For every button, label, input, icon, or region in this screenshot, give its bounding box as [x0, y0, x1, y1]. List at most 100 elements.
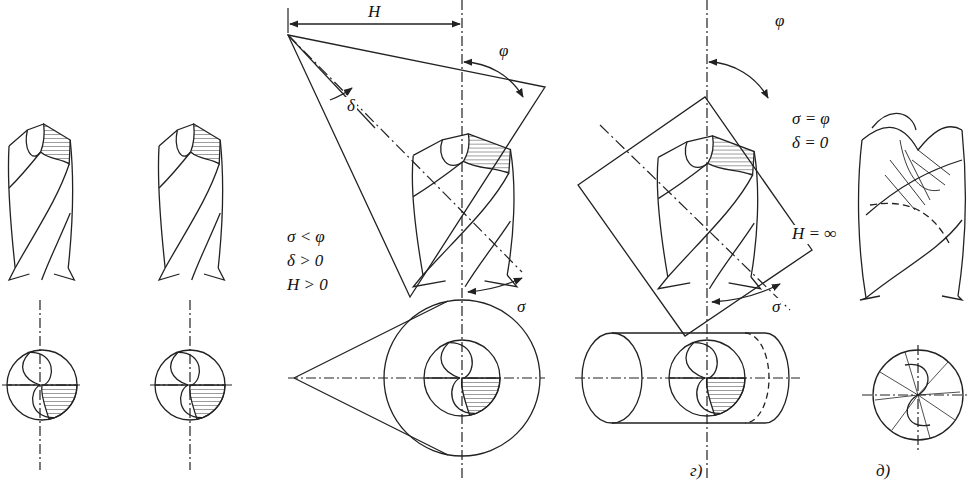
- drill-edge: [158, 146, 165, 268]
- drill-tail: [159, 268, 179, 280]
- helix-line: [42, 213, 71, 280]
- phi-arc: [709, 62, 768, 98]
- symbol-label: σ = φ: [790, 110, 832, 129]
- cutting-face: [42, 385, 77, 419]
- drill-helical-point: [859, 113, 966, 300]
- delta-line: [288, 35, 375, 128]
- flute-edge: [452, 378, 476, 413]
- drill-tail: [658, 277, 690, 289]
- chisel-line: [669, 377, 705, 378]
- helix-line: [668, 175, 753, 277]
- symbol-label: δ: [345, 97, 357, 116]
- symbol-label: σ: [515, 298, 527, 317]
- drill-side-view: [412, 134, 517, 287]
- cylinder-end: [765, 333, 789, 423]
- drill-edge: [68, 140, 72, 268]
- drill-circle: [155, 350, 225, 420]
- flute-edge: [30, 352, 52, 385]
- symbol-label: δ = 0: [790, 134, 830, 153]
- drill-tail: [413, 275, 445, 287]
- drill-edge: [751, 152, 758, 277]
- drill-edge: [859, 140, 866, 298]
- flute-edge: [178, 352, 200, 385]
- helix-line: [866, 220, 962, 298]
- drill-tail: [860, 296, 962, 300]
- cylinder-end: [745, 333, 769, 423]
- grinding-cylinder: [578, 97, 812, 336]
- center-line: [706, 0, 707, 480]
- symbol-label: H = ∞: [790, 225, 838, 244]
- drill-edge: [958, 130, 965, 296]
- symbol-label: φ: [773, 12, 786, 31]
- grinding-cone: [288, 35, 545, 297]
- cut-line: [870, 203, 950, 245]
- drill-edge: [657, 157, 667, 277]
- drill-circle: [669, 340, 745, 416]
- flute-edge: [449, 343, 473, 378]
- drill-tail: [9, 268, 29, 280]
- cutting-face: [190, 385, 225, 419]
- center-line: [288, 377, 545, 378]
- sigma-arc: [468, 278, 522, 292]
- flute-edge: [159, 152, 191, 188]
- drill-circle: [424, 340, 500, 416]
- cutting-face: [462, 378, 500, 415]
- hatch-fan: [875, 352, 960, 438]
- drill-end-view: [669, 340, 745, 416]
- symbol-label: σ: [770, 298, 782, 317]
- cutting-face: [708, 136, 754, 175]
- drill-side-view: [8, 124, 74, 280]
- hatch-fan: [885, 140, 950, 210]
- dimension-line: [290, 23, 460, 24]
- drill-tail: [204, 268, 224, 280]
- phi-arc: [464, 62, 523, 97]
- chisel-line: [424, 377, 460, 378]
- flute-edge: [33, 385, 55, 418]
- helix-line: [709, 223, 754, 289]
- symbol-label: H > 0: [285, 276, 330, 295]
- extension-line: [287, 8, 288, 33]
- flute-edge: [686, 343, 705, 378]
- flute-edge: [685, 142, 707, 168]
- center-line: [461, 0, 462, 480]
- flute-edge: [441, 140, 464, 166]
- drill-end-view: [424, 340, 500, 416]
- drill-tail: [54, 268, 74, 280]
- drill-tail: [729, 277, 761, 289]
- cutting-face: [707, 378, 745, 415]
- flute-edge: [26, 130, 40, 156]
- drill-edge: [507, 150, 514, 275]
- drill-end-view: [155, 350, 225, 420]
- drill-side-view: [657, 136, 760, 289]
- center-line: [575, 377, 800, 378]
- drill-tail: [485, 275, 517, 287]
- symbol-label: δ > 0: [285, 252, 325, 271]
- helix-line: [192, 213, 221, 280]
- drill-edge: [218, 140, 222, 268]
- cylinder-axis: [600, 125, 790, 310]
- symbol-label: д): [874, 462, 892, 481]
- helix-line: [465, 221, 510, 287]
- symbol-label: σ < φ: [285, 228, 327, 247]
- drill-edge: [412, 155, 423, 275]
- cutting-face: [463, 134, 510, 173]
- flute-edge: [694, 343, 718, 378]
- drill-circle: [7, 350, 77, 420]
- cutting-face: [191, 124, 221, 164]
- flute-edge: [905, 364, 930, 425]
- symbol-label: г): [688, 462, 704, 481]
- flute-edge: [413, 161, 463, 196]
- helix-top: [872, 113, 916, 130]
- flute-edge: [176, 130, 190, 156]
- cone-base-circle: [384, 300, 540, 456]
- flute-edge: [697, 378, 721, 413]
- flute-edge: [181, 385, 203, 418]
- cutting-face: [41, 124, 71, 164]
- cylinder-end: [582, 333, 642, 423]
- chisel-line: [7, 384, 40, 385]
- helix-line: [423, 173, 509, 275]
- cylinder-edge: [612, 333, 765, 423]
- flute-edge: [171, 352, 188, 385]
- flute-edge: [658, 163, 708, 198]
- flute-edge: [441, 343, 460, 378]
